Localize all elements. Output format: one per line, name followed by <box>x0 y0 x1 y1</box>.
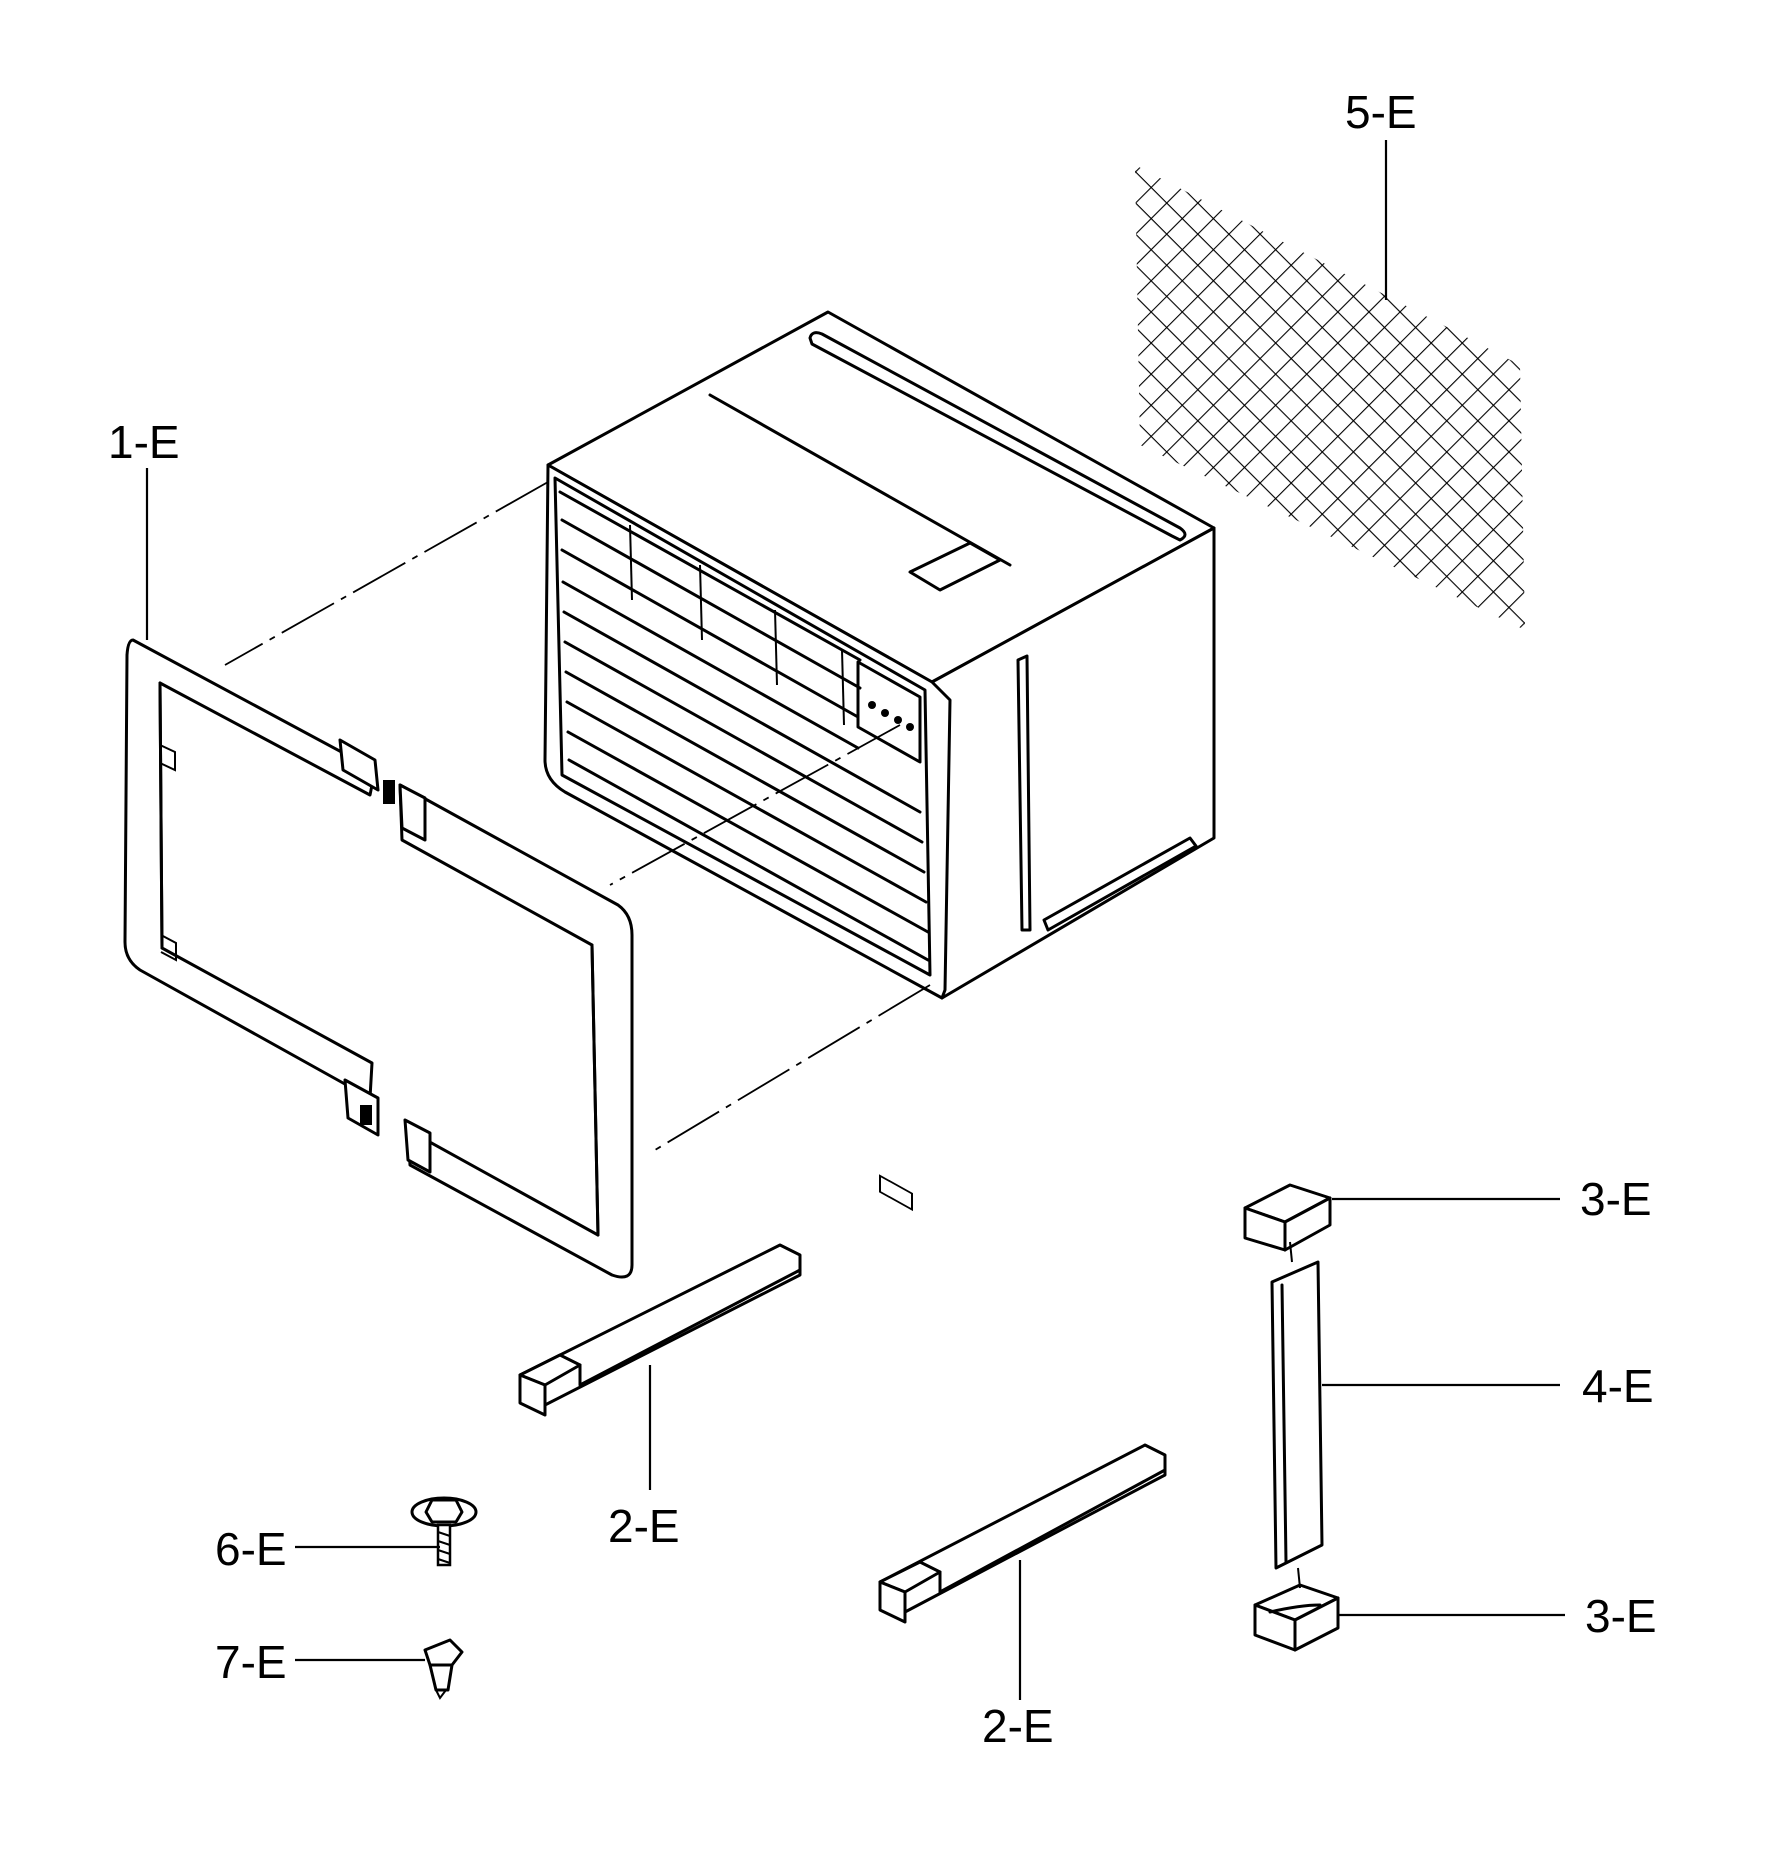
end-cap-bottom-3-e <box>1253 1583 1340 1652</box>
label-3-e-top: 3-E <box>1580 1173 1652 1225</box>
label-2-e-lower: 2-E <box>982 1700 1054 1752</box>
label-5-e: 5-E <box>1345 86 1417 138</box>
alignment-lines <box>224 481 931 1151</box>
clip-nut-7-e <box>423 1638 464 1700</box>
label-7-e: 7-E <box>215 1636 287 1688</box>
panel-4-e <box>1270 1260 1324 1570</box>
label-4-e: 4-E <box>1582 1360 1654 1412</box>
side-curtain-rail-upper <box>518 1243 802 1417</box>
control-panel <box>856 660 922 1212</box>
air-conditioner-unit <box>543 310 1216 1212</box>
leader-lines <box>145 140 1565 1700</box>
front-louvers <box>558 490 930 962</box>
end-cap-top-3-e <box>1243 1183 1332 1252</box>
window-frame-1-e <box>123 638 634 1279</box>
label-6-e: 6-E <box>215 1523 287 1575</box>
label-1-e: 1-E <box>108 416 180 468</box>
side-curtain-rail-lower <box>878 1443 1167 1624</box>
part-labels: 1-E 2-E 2-E 3-E 3-E 4-E 5-E 6-E 7-E <box>108 86 1657 1752</box>
label-3-e-bottom: 3-E <box>1585 1590 1657 1642</box>
screw-6-e <box>410 1496 478 1567</box>
label-2-e-upper: 2-E <box>608 1500 680 1552</box>
